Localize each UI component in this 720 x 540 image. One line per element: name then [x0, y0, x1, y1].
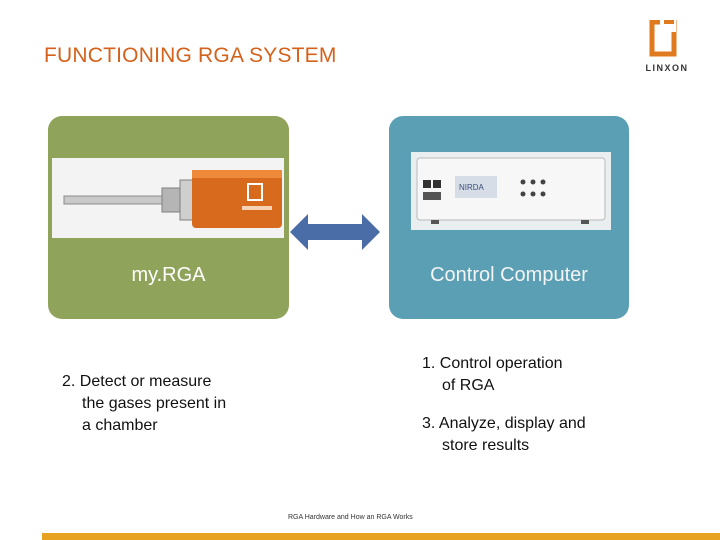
- accent-bar: [42, 533, 720, 540]
- computer-panel: NIRDA Control Computer: [389, 116, 629, 319]
- svg-text:NIRDA: NIRDA: [459, 183, 485, 192]
- rga-sensor-image: [52, 158, 284, 238]
- analyze-note-line: 3. Analyze, display and: [422, 415, 586, 432]
- control-note-line: of RGA: [442, 377, 495, 394]
- linxon-logo: [649, 20, 677, 57]
- double-arrow-icon: [290, 214, 380, 250]
- analyze-note: 3. Analyze, display and store results: [422, 413, 586, 457]
- detect-note-line: the gases present in: [82, 395, 227, 412]
- rga-panel: my.RGA: [48, 116, 289, 319]
- control-note: 1. Control operation of RGA: [422, 353, 563, 397]
- control-unit-image: NIRDA: [411, 152, 611, 230]
- logo-wordmark: LINXON: [645, 63, 689, 73]
- analyze-note-line: store results: [442, 437, 530, 454]
- slide-title: FUNCTIONING RGA SYSTEM: [44, 44, 337, 67]
- rga-label: my.RGA: [131, 264, 206, 286]
- detect-note-line: 2. Detect or measure: [62, 373, 212, 390]
- control-note-line: 1. Control operation: [422, 355, 563, 372]
- detect-note: 2. Detect or measure the gases present i…: [62, 371, 226, 437]
- computer-label: Control Computer: [430, 264, 588, 286]
- detect-note-line: a chamber: [82, 417, 158, 434]
- footer-caption: RGA Hardware and How an RGA Works: [288, 514, 413, 521]
